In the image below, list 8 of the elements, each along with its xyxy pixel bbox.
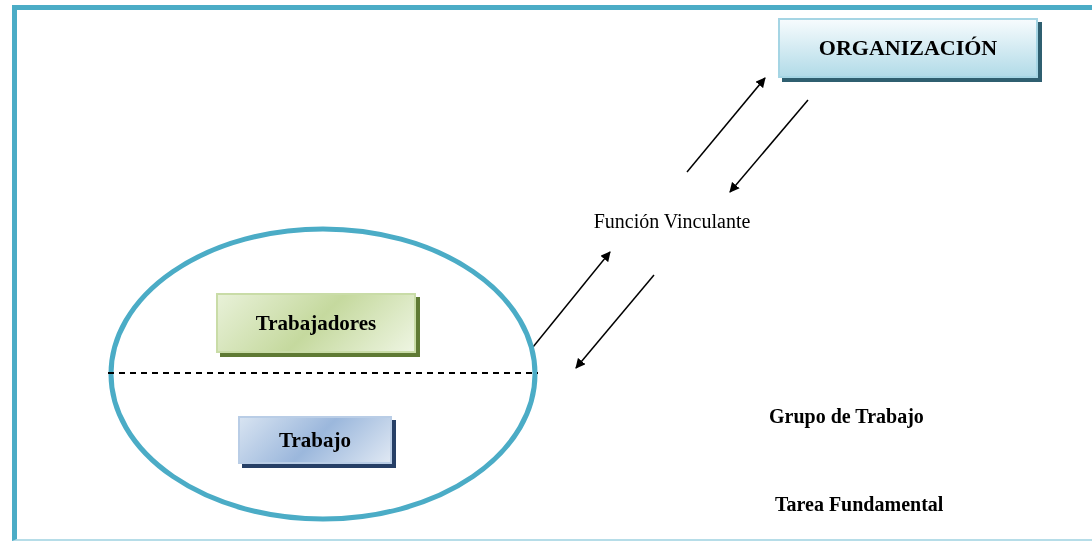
arrow bbox=[575, 274, 655, 369]
group-label: Tarea Fundamental bbox=[775, 493, 944, 516]
arrow bbox=[532, 251, 611, 348]
function-text: Función Vinculante bbox=[563, 205, 781, 237]
arrow bbox=[729, 99, 809, 193]
group-ellipse bbox=[108, 226, 538, 522]
arrow bbox=[686, 77, 766, 173]
group-label: Grupo de Trabajo bbox=[769, 405, 924, 428]
